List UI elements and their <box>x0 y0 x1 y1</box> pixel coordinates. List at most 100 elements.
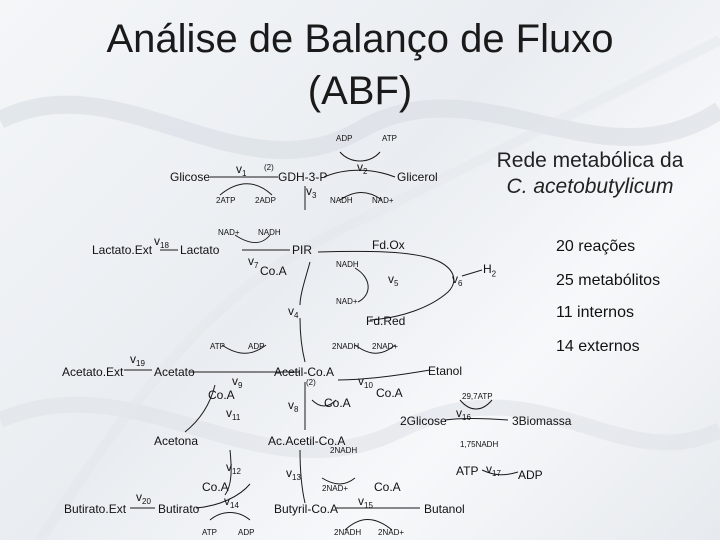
reaction-v10: v10 <box>358 374 373 390</box>
edge-v10 <box>337 369 431 381</box>
cofactor-2nad-v13: 2NAD+ <box>322 484 349 493</box>
metabolite-acetona: Acetona <box>154 434 199 448</box>
edge-v2-cofactor <box>339 151 381 162</box>
metabolite-adp: ADP <box>518 468 543 482</box>
cofactor-atp-bottom: ATP <box>202 528 217 537</box>
edge-v15-cofactor <box>344 519 393 531</box>
reaction-v19: v19 <box>130 352 145 368</box>
edge-v11 <box>184 384 216 433</box>
cofactor-two: (2) <box>264 163 274 172</box>
metabolite-coa-2: Co.A <box>208 388 235 402</box>
cofactor-nad-v6: NAD+ <box>336 297 358 306</box>
reaction-v12: v12 <box>226 460 241 476</box>
edge-v13 <box>299 449 306 504</box>
metabolite-h2: H2 <box>483 262 497 279</box>
reaction-v18: v18 <box>154 234 169 250</box>
reaction-v16: v16 <box>456 406 471 422</box>
metabolite-gdh3p: GDH-3-P <box>278 170 328 184</box>
reaction-v17: v17 <box>486 462 501 478</box>
reaction-v9: v9 <box>232 374 243 390</box>
edge-v17 <box>481 469 519 476</box>
reaction-v8: v8 <box>288 398 299 414</box>
reaction-v2: v2 <box>357 160 368 176</box>
metabolite-coa-3: Co.A <box>324 396 351 410</box>
metabolite-pir: PIR <box>292 243 313 257</box>
edge-v4-lower <box>299 317 306 363</box>
edge-v9-cofactor <box>221 344 267 354</box>
metabolite-atp: ATP <box>456 464 479 478</box>
edge-v4-upper <box>299 261 311 306</box>
cofactor-atp-v18: ATP <box>210 342 225 351</box>
reaction-v3: v3 <box>306 184 317 200</box>
metabolite-lactato: Lactato <box>180 243 220 257</box>
metabolite-coa-5: Co.A <box>202 480 229 494</box>
slide-title-line1: Análise de Balanço de Fluxo <box>106 17 614 61</box>
cofactor-2adp: 2ADP <box>255 196 276 205</box>
metabolite-acacetil-coa: Ac.Acetil-Co.A <box>268 434 346 448</box>
reaction-v20: v20 <box>136 490 151 506</box>
cofactor-atp-top: ATP <box>382 134 397 143</box>
metabolite-biomassa: 3Biomassa <box>512 414 572 428</box>
edge-v14 <box>195 483 251 509</box>
reaction-v14: v14 <box>224 494 239 510</box>
reaction-v15: v15 <box>358 494 373 510</box>
cofactor-nad-v3: NAD+ <box>372 196 394 205</box>
cofactor-2nad-v10: 2NAD+ <box>372 342 399 351</box>
reaction-v6: v6 <box>452 272 463 288</box>
metabolite-2glicose: 2Glicose <box>400 414 447 428</box>
metabolite-acetato-ext: Acetato.Ext <box>62 365 124 379</box>
reaction-v5: v5 <box>388 272 399 288</box>
stat-internal: 11 internos <box>556 304 634 321</box>
edge-v14-cofactor <box>209 512 251 521</box>
metabolite-butirato-ext: Butirato.Ext <box>64 502 127 516</box>
edge-v13-cofactor <box>321 477 356 485</box>
metabolite-coa-1: Co.A <box>260 264 287 278</box>
edge-h2 <box>461 269 483 277</box>
network-title: Rede metabólica da C. acetobutylicum <box>470 148 710 200</box>
stat-external: 14 externos <box>556 338 640 355</box>
metabolite-butirato: Butirato <box>158 502 200 516</box>
cofactor-adp-top: ADP <box>336 134 353 143</box>
cofactor-2nad-v15: 2NAD+ <box>378 528 405 537</box>
cofactor-nad-v1: NAD+ <box>218 228 240 237</box>
metabolite-butiril-coa: Butyril-Co.A <box>274 502 339 516</box>
metabolite-glicose: Glicose <box>170 170 211 184</box>
edge-v16-cofactor <box>459 399 493 410</box>
metabolite-coa-6: Co.A <box>374 480 401 494</box>
edge-v16 <box>444 418 509 421</box>
cofactor-nadh-v1: NADH <box>258 228 281 237</box>
edge-v12 <box>224 449 232 496</box>
metabolite-acetil-coa: Acetil-Co.A <box>274 365 335 379</box>
slide-title-line2: (ABF) <box>307 69 413 113</box>
cofactor-adp-v18: ADP <box>248 342 265 351</box>
metabolite-acetato: Acetato <box>154 365 195 379</box>
network-title-organism: C. acetobutylicum <box>506 175 674 198</box>
edge-v10-cofactor <box>354 344 396 354</box>
cofactor-nadh-v3: NADH <box>330 196 353 205</box>
edge-v5-v6 <box>317 250 455 321</box>
edge-v1-cofactor <box>219 183 273 196</box>
cofactor-two-v9: (2) <box>306 378 316 387</box>
edge-v2 <box>323 169 396 178</box>
cofactor-2nadh-v10: 2NADH <box>332 342 360 351</box>
metabolite-fdox: Fd.Ox <box>372 238 405 252</box>
cofactor-atp-v16: 29,7ATP <box>462 392 493 401</box>
cofactor-2nadh-v13: 2NADH <box>330 446 358 455</box>
metabolite-coa-4: Co.A <box>376 386 403 400</box>
metabolite-glicerol: Glicerol <box>397 170 438 184</box>
edge-v8-cofactor <box>311 399 337 407</box>
reaction-v1: v1 <box>236 162 247 178</box>
cofactor-nadh-v6: NADH <box>336 260 359 269</box>
edge-v7-cofactor <box>234 234 271 243</box>
edge-v3-cofactor <box>339 192 383 201</box>
metabolite-lactato-ext: Lactato.Ext <box>92 243 153 257</box>
stat-metabolites: 25 metabólitos <box>556 272 661 289</box>
metabolite-butanol: Butanol <box>424 502 465 516</box>
cofactor-2atp: 2ATP <box>216 196 236 205</box>
cofactor-adp-bottom: ADP <box>238 528 255 537</box>
reaction-v11: v11 <box>226 406 241 422</box>
reaction-v4: v4 <box>288 304 299 320</box>
